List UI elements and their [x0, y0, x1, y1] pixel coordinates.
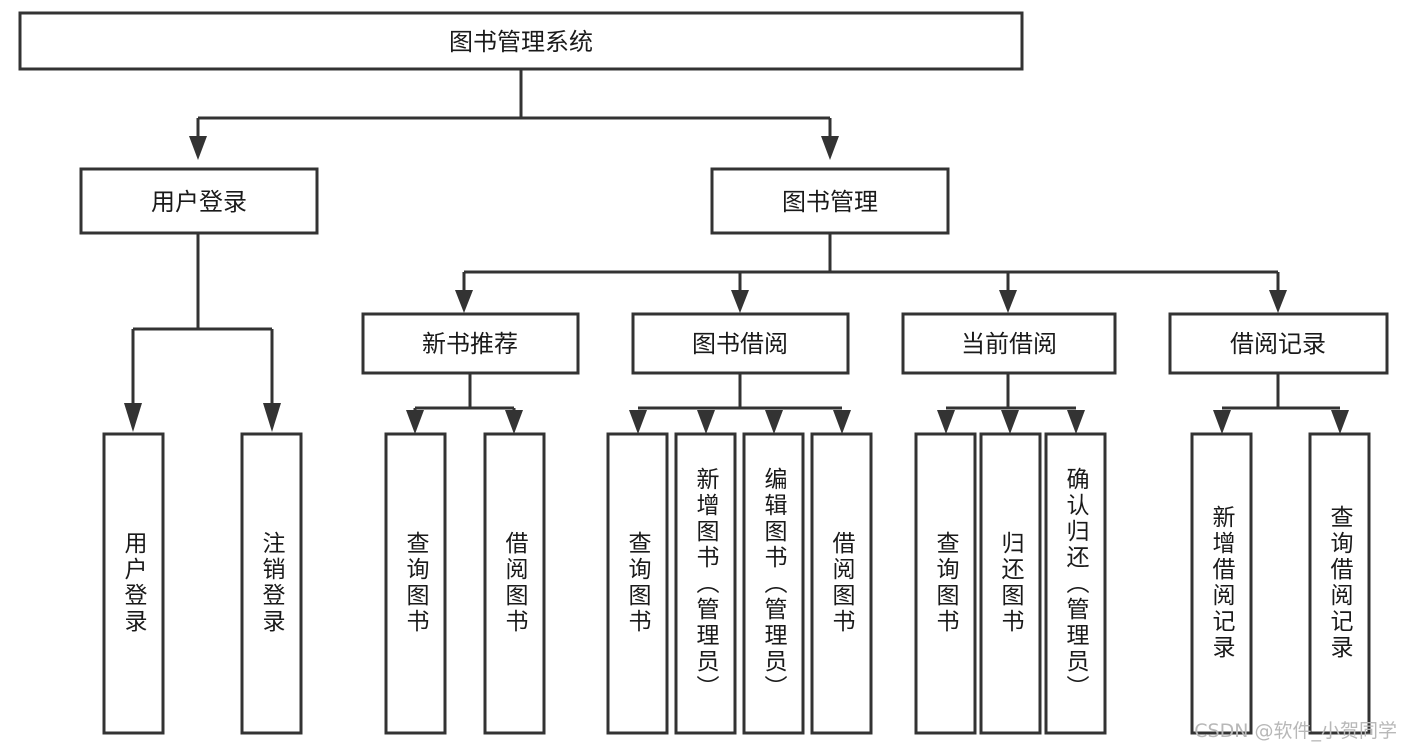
arrowhead-borrow-record [1269, 290, 1287, 313]
arrowhead-cb-confirm-return [1067, 410, 1085, 434]
arrowhead-bb-query-book [629, 410, 647, 434]
arrowhead-bb-add-book [697, 410, 715, 434]
edge-group-current-borrow [937, 373, 1085, 434]
node-leaf-cb-query-book-label: 查询图书 [932, 531, 960, 635]
node-leaf-br-query-record-label: 查询借阅记录 [1326, 505, 1354, 661]
arrowhead-book-mgmt [821, 136, 839, 160]
node-current-borrow[interactable]: 当前借阅 [901, 312, 1117, 375]
edge-group-user-login [124, 234, 281, 432]
arrowhead-cb-query-book [937, 410, 955, 434]
node-leaf-br-add-record-box[interactable] [1190, 432, 1253, 735]
node-book-borrow-label: 图书借阅 [692, 330, 788, 358]
node-book-management-label: 图书管理 [782, 188, 878, 216]
node-leaf-br-query-record[interactable]: 查询借阅记录 [1308, 432, 1371, 735]
arrowhead-nb-query-book [406, 410, 424, 434]
arrowhead-nb-borrow-book [505, 410, 523, 434]
node-borrow-record-label: 借阅记录 [1230, 330, 1326, 358]
node-leaf-nb-query-book[interactable]: 查询图书 [384, 432, 447, 735]
node-leaf-bb-edit-book-label: 编辑图书（管理员） [760, 467, 788, 701]
node-user-login-box[interactable] [79, 167, 319, 235]
arrowhead-new-book-recommend [455, 290, 473, 313]
node-book-borrow-box[interactable] [631, 312, 850, 375]
node-leaf-cb-return-book-label: 归还图书 [997, 531, 1025, 635]
node-leaf-nb-query-book-label: 查询图书 [402, 531, 430, 635]
arrowhead-leaf-logout [263, 403, 281, 432]
node-leaf-cb-query-book-box[interactable] [914, 432, 977, 735]
node-new-book-recommend-label: 新书推荐 [422, 330, 518, 358]
node-leaf-cb-query-book[interactable]: 查询图书 [914, 432, 977, 735]
arrowhead-book-borrow [731, 290, 749, 313]
node-leaf-logout-box[interactable] [240, 432, 303, 735]
node-leaf-cb-confirm-return-label: 确认归还（管理员） [1062, 467, 1090, 701]
node-leaf-bb-query-book-label: 查询图书 [624, 531, 652, 635]
node-leaf-bb-borrow-book-label: 借阅图书 [828, 531, 856, 635]
node-root[interactable]: 图书管理系统 [18, 11, 1024, 71]
node-book-borrow[interactable]: 图书借阅 [631, 312, 850, 375]
node-leaf-bb-add-book[interactable]: 新增图书（管理员） [674, 432, 737, 735]
node-leaf-logout[interactable]: 注销登录 [240, 432, 303, 735]
edge-group-borrow-record [1213, 373, 1349, 434]
node-leaf-bb-borrow-book-box[interactable] [810, 432, 873, 735]
node-current-borrow-box[interactable] [901, 312, 1117, 375]
node-user-login[interactable]: 用户登录 [79, 167, 319, 235]
arrowhead-leaf-user-login [124, 403, 142, 432]
node-user-login-label: 用户登录 [151, 188, 247, 216]
edge-group-book-mgmt [455, 234, 1287, 313]
node-leaf-bb-edit-book-box[interactable] [742, 432, 805, 735]
edge-group-root [189, 69, 839, 160]
node-leaf-user-login-label: 用户登录 [120, 531, 148, 635]
edge-group-new-book [406, 373, 523, 434]
arrowhead-bb-borrow-book [833, 410, 851, 434]
node-leaf-logout-label: 注销登录 [258, 531, 286, 635]
node-leaf-bb-add-book-box[interactable] [674, 432, 737, 735]
arrowhead-br-add-record [1213, 410, 1231, 434]
node-leaf-user-login[interactable]: 用户登录 [102, 432, 165, 735]
node-leaf-bb-edit-book[interactable]: 编辑图书（管理员） [742, 432, 805, 735]
node-new-book-recommend[interactable]: 新书推荐 [361, 312, 580, 375]
node-borrow-record[interactable]: 借阅记录 [1168, 312, 1389, 375]
node-leaf-nb-borrow-book[interactable]: 借阅图书 [483, 432, 546, 735]
node-root-label: 图书管理系统 [449, 28, 593, 56]
arrowhead-user-login [189, 136, 207, 160]
node-leaf-bb-query-book-box[interactable] [606, 432, 669, 735]
node-leaf-bb-add-book-label: 新增图书（管理员） [692, 467, 720, 701]
node-leaf-nb-borrow-book-box[interactable] [483, 432, 546, 735]
node-leaf-cb-return-book-box[interactable] [979, 432, 1042, 735]
node-leaf-br-add-record-label: 新增借阅记录 [1208, 505, 1236, 661]
arrowhead-current-borrow [999, 290, 1017, 313]
node-leaf-nb-query-book-box[interactable] [384, 432, 447, 735]
arrowhead-bb-edit-book [765, 410, 783, 434]
node-leaf-user-login-box[interactable] [102, 432, 165, 735]
node-book-management[interactable]: 图书管理 [710, 167, 950, 235]
node-borrow-record-box[interactable] [1168, 312, 1389, 375]
node-leaf-cb-confirm-return[interactable]: 确认归还（管理员） [1044, 432, 1107, 735]
node-leaf-cb-return-book[interactable]: 归还图书 [979, 432, 1042, 735]
node-leaf-br-query-record-box[interactable] [1308, 432, 1371, 735]
node-leaf-br-add-record[interactable]: 新增借阅记录 [1190, 432, 1253, 735]
arrowhead-br-query-record [1331, 410, 1349, 434]
node-new-book-recommend-box[interactable] [361, 312, 580, 375]
node-root-box[interactable] [18, 11, 1024, 71]
node-leaf-bb-borrow-book[interactable]: 借阅图书 [810, 432, 873, 735]
arrowhead-cb-return-book [1001, 410, 1019, 434]
edge-group-book-borrow [629, 373, 851, 434]
node-leaf-cb-confirm-return-box[interactable] [1044, 432, 1107, 735]
node-leaf-nb-borrow-book-label: 借阅图书 [501, 531, 529, 635]
node-leaf-bb-query-book[interactable]: 查询图书 [606, 432, 669, 735]
node-current-borrow-label: 当前借阅 [961, 330, 1057, 358]
node-book-management-box[interactable] [710, 167, 950, 235]
